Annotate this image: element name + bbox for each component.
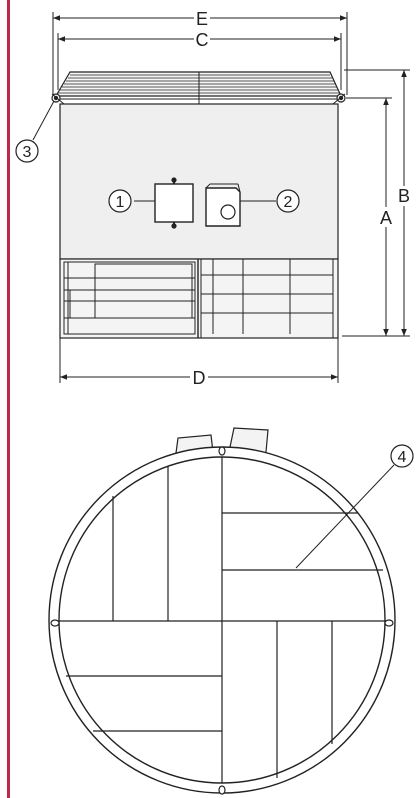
grille-pattern <box>58 457 386 783</box>
housing-lower <box>59 258 339 339</box>
callout-2: 2 <box>276 189 300 213</box>
conduit-box <box>205 183 241 227</box>
callout-2-label: 2 <box>284 194 293 211</box>
callout-3-label: 3 <box>23 144 32 161</box>
top-view <box>48 427 396 795</box>
lifting-lug-right <box>332 93 346 105</box>
dimension-label-d: D <box>193 368 206 388</box>
top-guard <box>54 71 342 105</box>
callout-1-label: 1 <box>116 194 125 211</box>
right-louver-panel <box>201 259 334 338</box>
bolt-left <box>50 619 60 627</box>
disconnect-switch <box>154 177 194 229</box>
lifting-lug-left <box>51 93 65 105</box>
callout-3: 3 <box>15 139 39 163</box>
side-view <box>32 12 410 383</box>
housing-upper <box>59 103 339 260</box>
callout-1: 1 <box>108 189 132 213</box>
bolt-bottom <box>218 785 226 795</box>
dimension-label-a: A <box>380 208 392 228</box>
callout-4: 4 <box>390 444 414 468</box>
dimension-label-e: E <box>196 9 208 29</box>
dimension-label-c: C <box>196 30 209 50</box>
callout-4-label: 4 <box>398 449 407 466</box>
bolt-right <box>384 619 394 627</box>
dimension-label-b: B <box>398 186 410 206</box>
page-margin-rule <box>7 0 10 798</box>
left-louver-panel <box>63 261 196 335</box>
bolt-top <box>218 446 226 456</box>
